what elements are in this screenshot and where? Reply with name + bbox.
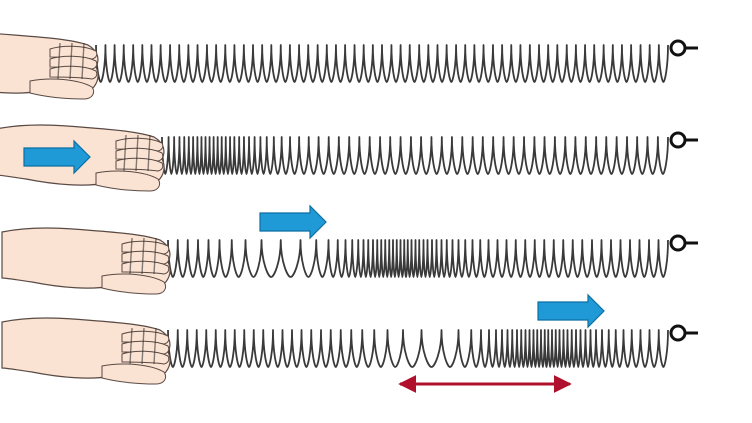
spring-coil [95, 44, 669, 83]
knuckle-line [129, 237, 133, 275]
wall-hook-icon [669, 131, 687, 149]
finger [121, 350, 170, 365]
knuckle-line [123, 134, 127, 172]
knuckle-line [153, 327, 157, 365]
spring-coil [167, 329, 669, 368]
finger [49, 65, 98, 80]
knuckle-line [141, 237, 145, 275]
hand-icon [0, 33, 99, 100]
push-arrow-icon [259, 204, 327, 240]
wall-hook-icon [669, 39, 687, 57]
thumb [101, 273, 167, 295]
hand-icon [1, 227, 171, 295]
knuckle-line [81, 42, 85, 80]
knuckle-line [147, 134, 151, 172]
wall-hook-icon [669, 234, 687, 252]
knuckle-line [129, 327, 133, 365]
thumb [101, 363, 167, 385]
finger [121, 260, 170, 275]
spring-coil [161, 136, 669, 175]
push-arrow-icon [537, 293, 605, 329]
push-arrow-icon [23, 139, 91, 175]
knuckle-line [135, 134, 139, 172]
thumb [95, 170, 161, 192]
finger [115, 157, 164, 172]
spring-coil [167, 239, 669, 278]
knuckle-line [153, 237, 157, 275]
hand-icon [1, 317, 171, 385]
knuckle-line [57, 42, 61, 80]
thumb [29, 78, 95, 100]
wall-hook-icon [669, 324, 687, 342]
knuckle-line [69, 42, 73, 80]
knuckle-line [141, 327, 145, 365]
